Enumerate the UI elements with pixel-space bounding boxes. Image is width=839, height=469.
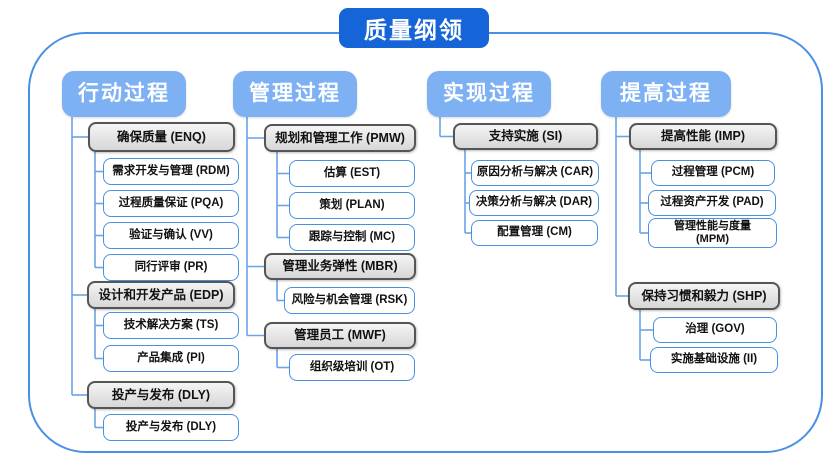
node-pqa: 过程质量保证 (PQA) — [103, 190, 239, 217]
node-cm: 配置管理 (CM) — [471, 220, 598, 246]
node-pad: 过程资产开发 (PAD) — [648, 190, 776, 216]
node-enq: 确保质量 (ENQ) — [88, 122, 235, 152]
node-dar: 决策分析与解决 (DAR) — [469, 190, 599, 216]
node-mbr: 管理业务弹性 (MBR) — [264, 253, 416, 280]
node-car: 原因分析与解决 (CAR) — [471, 160, 599, 186]
header-implementation-process: 实现过程 — [427, 71, 551, 117]
node-rdm: 需求开发与管理 (RDM) — [103, 158, 239, 185]
node-pcm: 过程管理 (PCM) — [651, 160, 775, 186]
node-si: 支持实施 (SI) — [453, 123, 598, 150]
diagram-title: 质量纲领 — [339, 8, 489, 48]
node-imp: 提高性能 (IMP) — [629, 123, 777, 150]
node-mwf: 管理员工 (MWF) — [264, 322, 416, 349]
node-mpm: 管理性能与度量 (MPM) — [648, 218, 777, 248]
node-dly-sub: 投产与发布 (DLY) — [103, 414, 239, 441]
node-est: 估算 (EST) — [289, 160, 415, 187]
node-ts: 技术解决方案 (TS) — [103, 312, 239, 339]
node-ii: 实施基础设施 (II) — [650, 347, 778, 373]
node-pi: 产品集成 (PI) — [103, 345, 239, 372]
node-plan: 策划 (PLAN) — [289, 192, 415, 219]
node-dly: 投产与发布 (DLY) — [87, 381, 235, 409]
node-edp: 设计和开发产品 (EDP) — [87, 281, 235, 309]
node-shp: 保持习惯和毅力 (SHP) — [628, 282, 780, 310]
node-gov: 治理 (GOV) — [653, 317, 777, 343]
header-action-process: 行动过程 — [62, 71, 186, 117]
node-pmw: 规划和管理工作 (PMW) — [264, 124, 416, 152]
node-vv: 验证与确认 (VV) — [103, 222, 239, 249]
header-management-process: 管理过程 — [233, 71, 357, 117]
node-mc: 跟踪与控制 (MC) — [289, 224, 415, 251]
node-pr: 同行评审 (PR) — [103, 254, 239, 281]
node-ot: 组织级培训 (OT) — [289, 354, 415, 381]
node-rsk: 风险与机会管理 (RSK) — [284, 287, 415, 314]
header-improvement-process: 提高过程 — [601, 71, 731, 117]
